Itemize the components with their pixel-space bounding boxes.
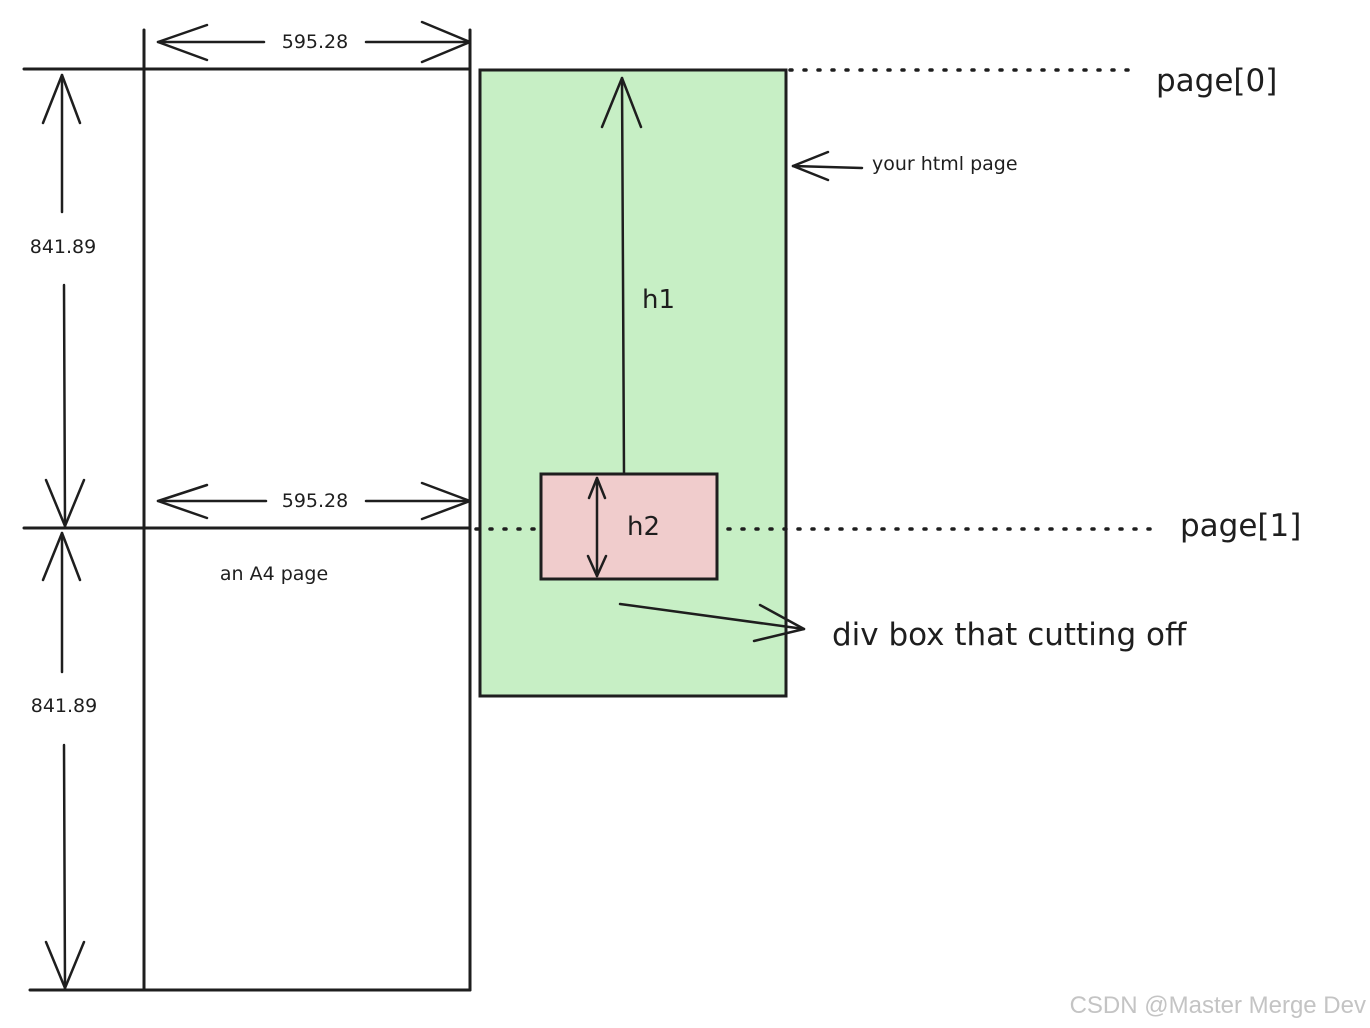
page0-label: page[0] — [1156, 63, 1277, 99]
arrow-head-right-icon — [752, 603, 806, 643]
height-dimension-bottom — [41, 531, 86, 990]
h2-arrow — [586, 476, 608, 578]
arrow-head-down-icon — [44, 940, 86, 990]
arrow-head-left-icon — [791, 150, 830, 182]
arrow-head-up-icon — [41, 531, 82, 582]
div-box-pointer-arrow — [618, 602, 806, 643]
arrow-head-down-icon — [44, 478, 86, 528]
arrow-head-up-icon — [587, 476, 607, 500]
html-page-label: your html page — [872, 153, 1018, 175]
height-label-bottom: 841.89 — [31, 695, 97, 717]
height-label-top: 841.89 — [30, 236, 96, 258]
width-dimension-mid — [156, 481, 472, 521]
arrow-head-right-icon — [420, 481, 472, 521]
page1-label: page[1] — [1180, 508, 1301, 544]
a4-page-label: an A4 page — [220, 563, 328, 585]
width-label-mid: 595.28 — [282, 490, 348, 512]
html-page-pointer-arrow — [791, 150, 864, 182]
watermark-text: CSDN @Master Merge Dev — [1070, 992, 1366, 1019]
arrow-head-up-icon — [41, 73, 82, 125]
h2-label: h2 — [627, 512, 660, 542]
div-box-label: div box that cutting off — [832, 617, 1187, 653]
a4-page-outline — [22, 28, 472, 992]
div-box — [539, 472, 719, 581]
width-dimension-top — [156, 20, 472, 64]
width-label-top: 595.28 — [282, 31, 348, 53]
arrow-head-right-icon — [420, 20, 472, 64]
h1-label: h1 — [642, 285, 675, 315]
height-dimension-top — [41, 73, 86, 528]
arrow-head-down-icon — [586, 554, 608, 578]
arrow-head-up-icon — [600, 76, 643, 129]
html-page-box — [478, 68, 788, 698]
arrow-head-left-icon — [156, 483, 209, 520]
h1-arrow — [600, 76, 643, 476]
arrow-head-left-icon — [156, 23, 209, 62]
